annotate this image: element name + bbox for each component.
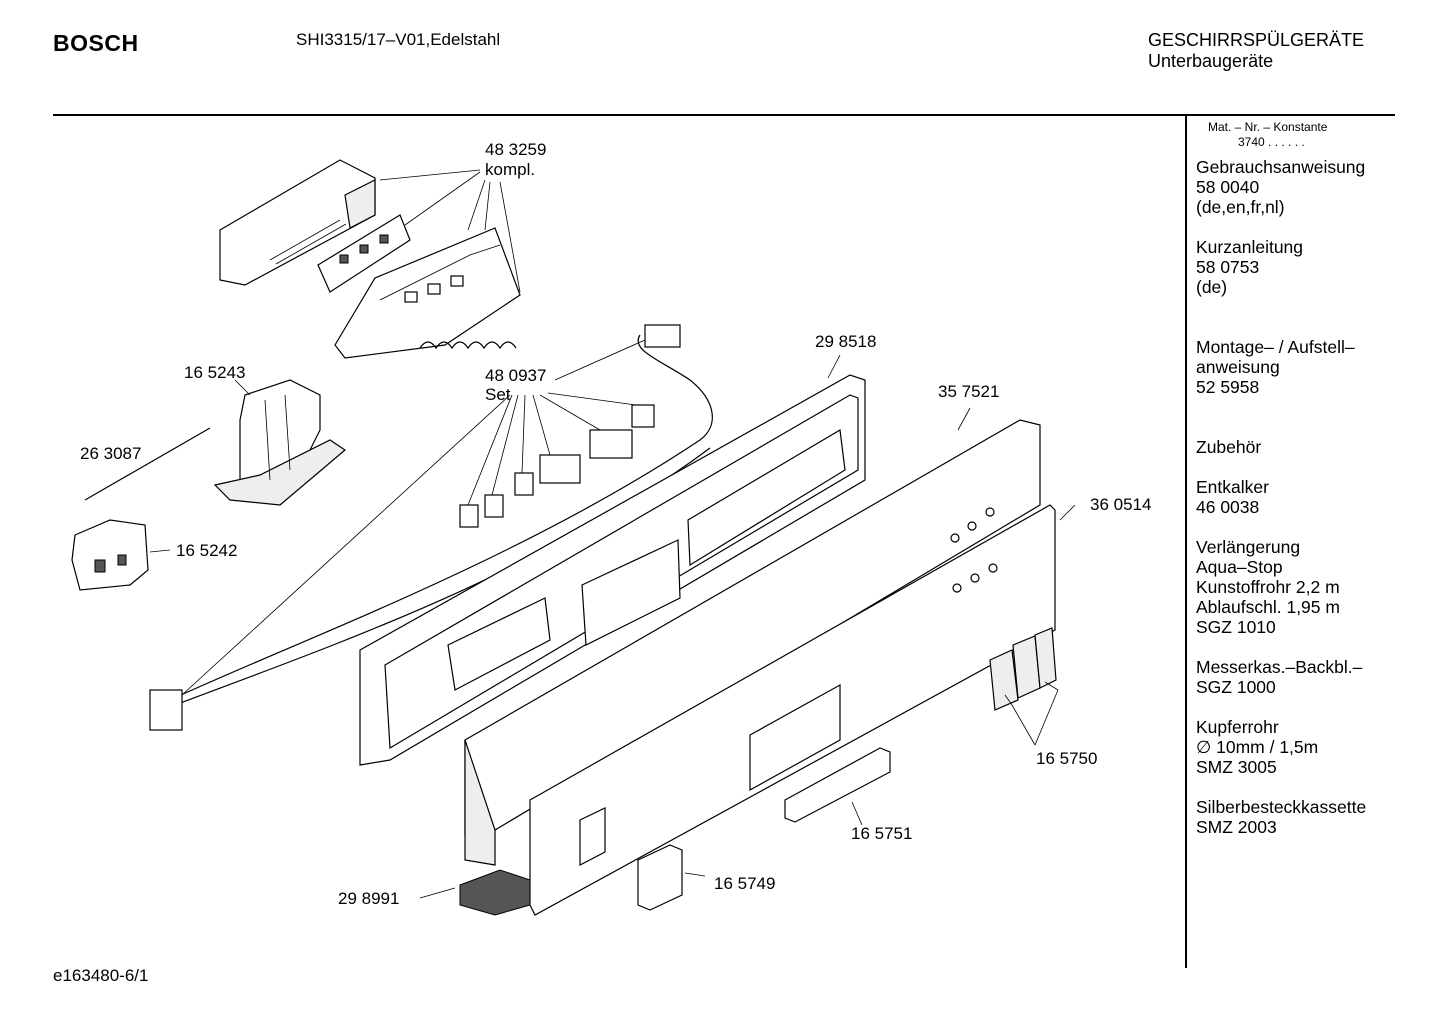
- part-165749-block[interactable]: [637, 844, 683, 911]
- label-480937: 48 0937: [485, 366, 546, 385]
- label-298991: 29 8991: [338, 889, 399, 908]
- label-483259-sub: kompl.: [485, 160, 535, 179]
- sidebar-line: 52 5958: [1196, 377, 1260, 397]
- label-165750: 16 5750: [1036, 749, 1097, 768]
- model-number: SHI3315/17–V01,Edelstahl: [296, 30, 501, 49]
- leader-lines: [149, 169, 1076, 899]
- sidebar-line: SMZ 2003: [1196, 817, 1277, 837]
- sidebar-line: Gebrauchsanweisung: [1196, 157, 1366, 177]
- brand-logo: BOSCH: [53, 30, 139, 56]
- sidebar-line: SGZ 1010: [1196, 617, 1276, 637]
- sidebar-line: Silberbesteckkassette: [1196, 797, 1367, 817]
- matnr-label: Mat. – Nr. – Konstante: [1208, 120, 1328, 134]
- label-483259: 48 3259: [485, 140, 546, 159]
- part-263087-rod[interactable]: [84, 427, 211, 501]
- sidebar-line: Aqua–Stop: [1196, 557, 1283, 577]
- drawing-code: e163480-6/1: [53, 966, 149, 985]
- part-165751-strip[interactable]: [784, 747, 891, 823]
- label-165751: 16 5751: [851, 824, 912, 843]
- part-298991-stack[interactable]: [459, 869, 531, 916]
- sidebar-line: 58 0040: [1196, 177, 1260, 197]
- label-360514: 36 0514: [1090, 495, 1151, 514]
- part-480937-harness[interactable]: [149, 324, 713, 731]
- sidebar-divider: [1185, 116, 1187, 968]
- sidebar-entry-messerkasten: Messerkas.–Backbl.– SGZ 1000: [1196, 657, 1396, 697]
- appliance-subcategory: Unterbaugeräte: [1148, 51, 1274, 71]
- sidebar-line: Kunstoffrohr 2,2 m: [1196, 577, 1340, 597]
- label-165749: 16 5749: [714, 874, 775, 893]
- sidebar-entry-zubehoer: Zubehör: [1196, 437, 1396, 457]
- sidebar-entry-entkalker: Entkalker 46 0038: [1196, 477, 1396, 517]
- sidebar-line: Zubehör: [1196, 437, 1262, 457]
- sidebar-line: Entkalker: [1196, 477, 1269, 497]
- sidebar-line: SGZ 1000: [1196, 677, 1276, 697]
- matnr-value: 3740 . . . . . .: [1238, 135, 1305, 149]
- label-357521: 35 7521: [938, 382, 999, 401]
- sidebar-line: (de,en,fr,nl): [1196, 197, 1285, 217]
- part-165750-buttons[interactable]: [989, 627, 1057, 711]
- label-263087: 26 3087: [80, 444, 141, 463]
- label-480937-sub: Set: [485, 385, 511, 404]
- sidebar-line: (de): [1196, 277, 1228, 297]
- part-360514-fascia[interactable]: [529, 504, 1056, 916]
- part-control-module[interactable]: [219, 159, 521, 359]
- label-165242: 16 5242: [176, 541, 237, 560]
- label-298518: 29 8518: [815, 332, 876, 351]
- sidebar-line: Verlängerung: [1196, 537, 1301, 557]
- part-165242-switch[interactable]: [71, 519, 149, 591]
- appliance-category: GESCHIRRSPÜLGERÄTE: [1148, 30, 1365, 50]
- sidebar-line: Ablaufschl. 1,95 m: [1196, 597, 1340, 617]
- label-165243: 16 5243: [184, 363, 245, 382]
- sidebar-entry-silberbesteck: Silberbesteckkassette SMZ 2003: [1196, 797, 1396, 837]
- sidebar-entry-kupferrohr: Kupferrohr ∅ 10mm / 1,5m SMZ 3005: [1196, 717, 1396, 777]
- sidebar-entry-kurzanleitung: Kurzanleitung 58 0753 (de): [1196, 237, 1396, 297]
- part-298518-frame[interactable]: [359, 374, 866, 766]
- sidebar-line: Kupferrohr: [1196, 717, 1279, 737]
- sidebar-entry-verlaengerung: Verlängerung Aqua–Stop Kunstoffrohr 2,2 …: [1196, 537, 1396, 637]
- accessories-sidebar: Mat. – Nr. – Konstante 3740 . . . . . . …: [1196, 120, 1396, 837]
- sidebar-entry-montage: Montage– / Aufstell– anweisung 52 5958: [1196, 337, 1396, 397]
- part-357521-panel[interactable]: [464, 419, 1041, 866]
- sidebar-line: 58 0753: [1196, 257, 1260, 277]
- part-165243-bracket[interactable]: [213, 379, 346, 506]
- sidebar-line: 46 0038: [1196, 497, 1260, 517]
- sidebar-line: Montage– / Aufstell–: [1196, 337, 1355, 357]
- sidebar-line: Messerkas.–Backbl.–: [1196, 657, 1363, 677]
- sidebar-line: Kurzanleitung: [1196, 237, 1304, 257]
- sidebar-line: ∅ 10mm / 1,5m: [1196, 737, 1319, 757]
- sidebar-line: anweisung: [1196, 357, 1280, 377]
- sidebar-line: SMZ 3005: [1196, 757, 1277, 777]
- sidebar-entry-gebrauchsanweisung: Gebrauchsanweisung 58 0040 (de,en,fr,nl): [1196, 157, 1396, 217]
- header-rule: [53, 114, 1395, 116]
